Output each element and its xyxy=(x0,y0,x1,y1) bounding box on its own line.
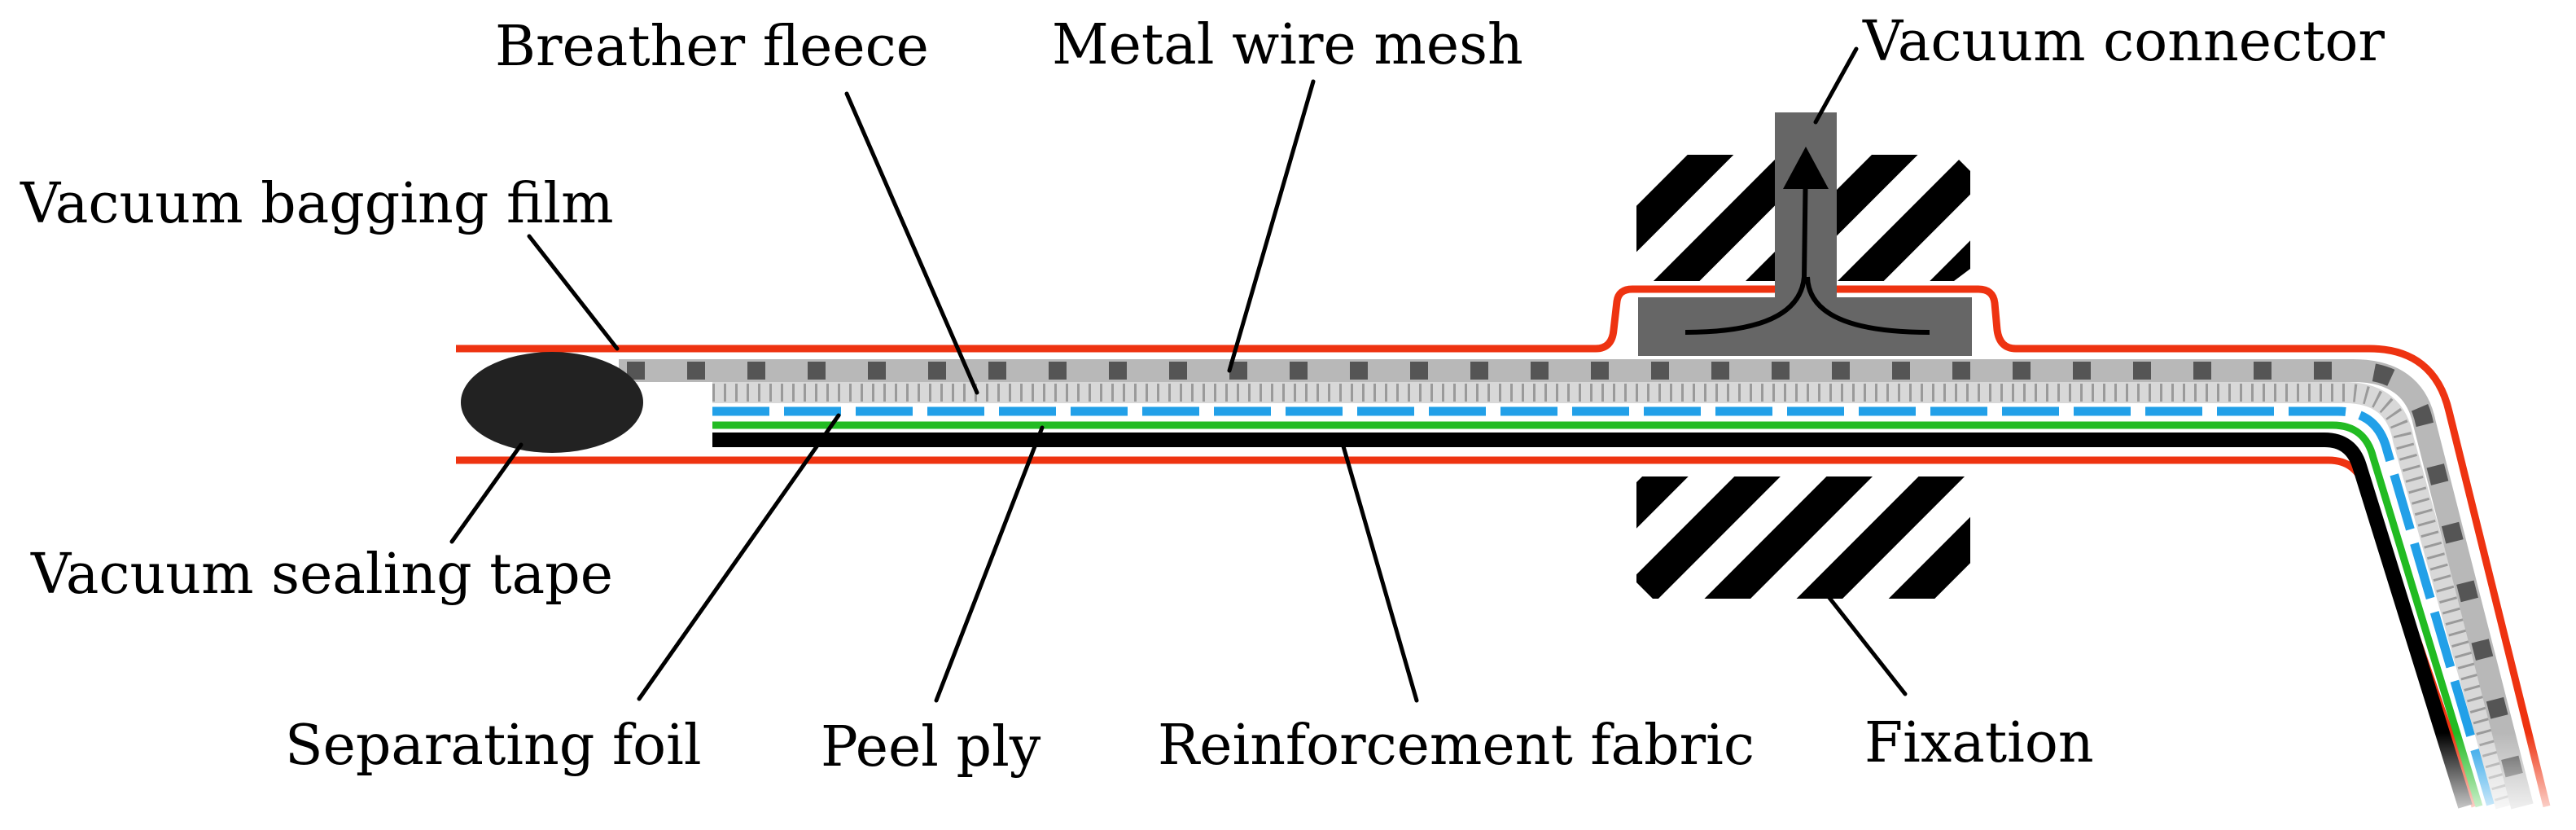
leader-reinforcement-fabric xyxy=(1341,444,1419,703)
label-breather-fleece: Breather fleece xyxy=(495,15,929,79)
air-flow-arrow xyxy=(1684,158,1930,335)
leader-separating-foil xyxy=(637,413,841,701)
peel-ply-layer xyxy=(712,421,2483,808)
leader-sealing-tape xyxy=(449,442,524,544)
label-reinforcement-fabric: Reinforcement fabric xyxy=(1158,714,1755,778)
label-fixation: Fixation xyxy=(1864,711,2094,775)
reinforcement-fabric-layer xyxy=(712,433,2473,809)
leader-wire-mesh xyxy=(1227,79,1316,373)
label-metal-wire-mesh: Metal wire mesh xyxy=(1052,13,1523,77)
arrow-head-icon xyxy=(1783,147,1829,189)
metal-wire-mesh-squares xyxy=(627,362,2531,809)
leader-peel-ply xyxy=(934,425,1045,703)
label-vacuum-connector: Vacuum connector xyxy=(1862,10,2385,74)
vacuum-connector-shape xyxy=(1638,112,1972,356)
leader-vacuum-connector xyxy=(1813,46,1859,125)
separating-foil-layer xyxy=(712,406,2496,808)
label-vacuum-bagging-film: Vacuum bagging film xyxy=(20,172,614,236)
fixation-bottom-block xyxy=(1636,476,1970,599)
breather-fleece-texture xyxy=(712,384,2515,809)
bagging-film-top xyxy=(456,285,2551,808)
leader-bagging-film xyxy=(527,234,620,351)
label-vacuum-sealing-tape: Vacuum sealing tape xyxy=(30,542,613,607)
vacuum-sealing-tape-shape xyxy=(461,352,643,453)
leader-fixation xyxy=(1815,580,1908,696)
label-peel-ply: Peel ply xyxy=(821,715,1041,779)
layer-fade xyxy=(2410,733,2576,830)
leader-breather-fleece xyxy=(844,91,979,395)
label-separating-foil: Separating foil xyxy=(285,714,702,778)
